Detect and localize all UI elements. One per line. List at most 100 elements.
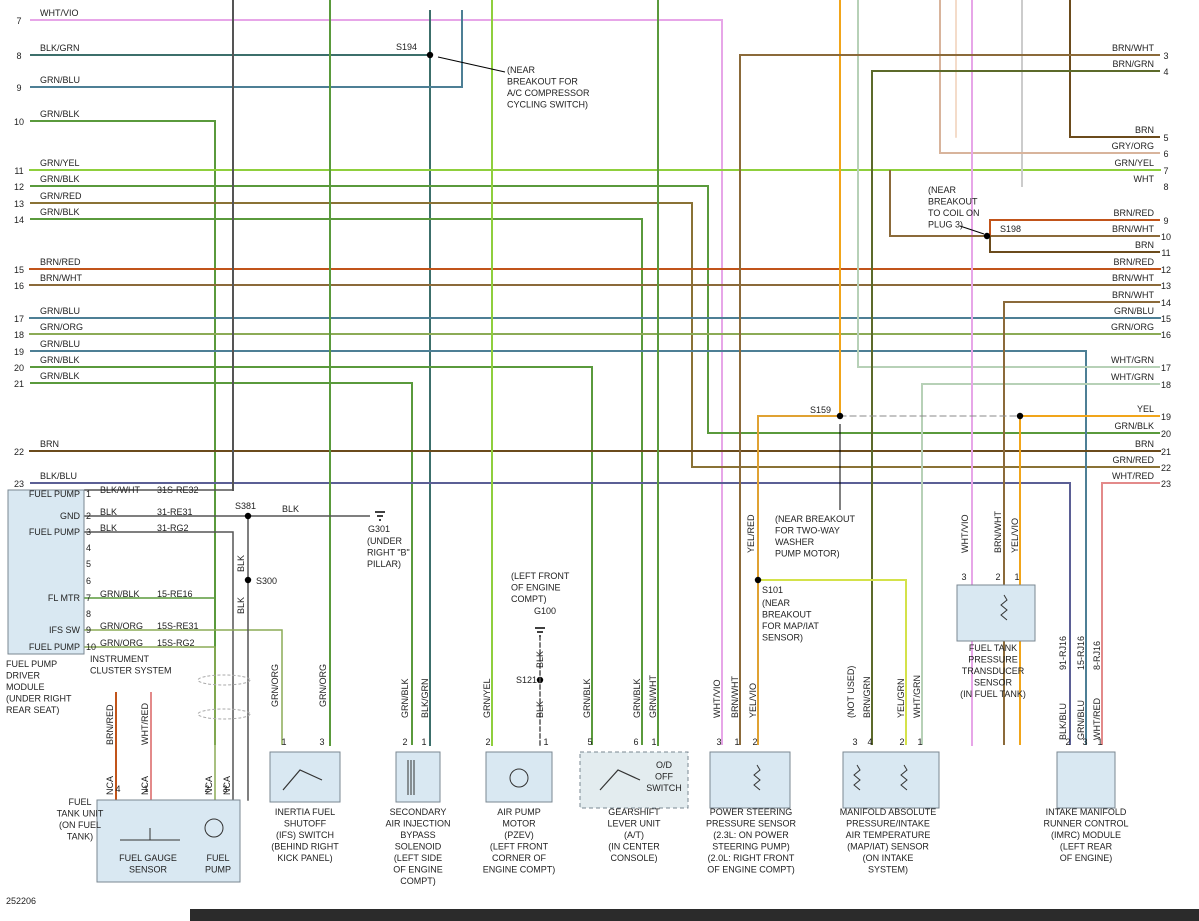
component-name-imrc: RUNNER CONTROL bbox=[1043, 819, 1128, 829]
component-name-imrc: (LEFT REAR bbox=[1060, 842, 1113, 852]
right-wire-label: BRN bbox=[1135, 439, 1154, 449]
vertical-wire-label: GRN/YEL bbox=[482, 678, 492, 718]
component-pin-number: 4 bbox=[867, 737, 872, 747]
vertical-wire-label: (NOT USED) bbox=[846, 666, 856, 718]
left-wire-label: BRN bbox=[40, 439, 59, 449]
note-s194: (NEAR bbox=[507, 65, 536, 75]
component-name-imrc: INTAKE MANIFOLD bbox=[1046, 807, 1127, 817]
left-wire-number: 18 bbox=[14, 330, 24, 340]
left-wire-number: 8 bbox=[16, 51, 21, 61]
fpdm-name: FUEL PUMP bbox=[6, 659, 57, 669]
right-wire-number: 12 bbox=[1161, 265, 1171, 275]
splice-s300 bbox=[244, 576, 252, 584]
wire-yel-19 bbox=[1019, 415, 1160, 745]
bottom-strip bbox=[0, 909, 1199, 921]
vertical-wire-label: BLK/BLU bbox=[1058, 703, 1068, 740]
component-pin-number: 6 bbox=[633, 737, 638, 747]
component-name-gearshift: GEARSHIFT bbox=[608, 807, 660, 817]
vertical-wire-label: WHT/RED bbox=[1092, 698, 1102, 740]
right-wire-number: 6 bbox=[1163, 149, 1168, 159]
left-wire-number: 22 bbox=[14, 447, 24, 457]
wire-grn-blu-19 bbox=[30, 350, 1087, 745]
wire-blk-grn-8 bbox=[30, 10, 431, 56]
left-wire-label: BRN/WHT bbox=[40, 273, 82, 283]
splice-label-s101: S101 bbox=[762, 585, 783, 595]
right-wire-number: 11 bbox=[1161, 248, 1170, 258]
right-wire-number: 17 bbox=[1161, 363, 1171, 373]
right-wire-number: 13 bbox=[1161, 281, 1171, 291]
right-wire-label: GRN/YEL bbox=[1114, 158, 1154, 168]
vertical-wire-label: 91-RJ16 bbox=[1058, 636, 1068, 670]
component-name-air_pump: ENGINE COMPT) bbox=[483, 865, 556, 875]
note-s101: FOR MAP/IAT bbox=[762, 621, 819, 631]
component-name-map: MANIFOLD ABSOLUTE bbox=[840, 807, 937, 817]
component-pin-number: 3 bbox=[852, 737, 857, 747]
fpdm-pin-number: 6 bbox=[86, 576, 91, 586]
wire-grn-blk-20 bbox=[30, 366, 593, 745]
fpdm-pin-circuit: 31-RE31 bbox=[157, 507, 193, 517]
gear-switch-contact-icon bbox=[599, 769, 641, 791]
right-wire-number: 15 bbox=[1161, 314, 1171, 324]
fpdm-pin-number: 1 bbox=[86, 489, 91, 499]
left-wire-number: 12 bbox=[14, 182, 24, 192]
component-name-fuel_tank_pressure: SENSOR bbox=[974, 678, 1013, 688]
note-g100: OF ENGINE bbox=[511, 583, 561, 593]
component-name-gearshift: LEVER UNIT bbox=[607, 819, 661, 829]
fpdm-pin-circuit: 31-RG2 bbox=[157, 523, 189, 533]
component-name-fuel_tank_pressure: TRANSDUCER bbox=[962, 666, 1025, 676]
wire-brn-wht-14 bbox=[1003, 301, 1160, 745]
note-s159: PUMP MOTOR) bbox=[775, 549, 840, 559]
air-pump-motor-icon bbox=[509, 768, 529, 788]
left-wire-label: GRN/BLK bbox=[40, 207, 80, 217]
right-wire-number: 22 bbox=[1161, 463, 1171, 473]
component-name-fuel_tank_unit: TANK) bbox=[67, 832, 93, 842]
fpdm-pin-number: 4 bbox=[86, 543, 91, 553]
left-wire-number: 9 bbox=[16, 83, 21, 93]
component-name-fuel_gauge: FUEL GAUGE bbox=[119, 853, 177, 863]
component-name-air_pump: (LEFT FRONT bbox=[490, 842, 549, 852]
gearshift-box bbox=[579, 751, 689, 809]
wire-fpdm-3 bbox=[84, 531, 234, 800]
splice-s381 bbox=[244, 512, 252, 520]
vertical-wire-label: BRN/GRN bbox=[862, 676, 872, 718]
note-s194: CYCLING SWITCH) bbox=[507, 100, 588, 110]
fpdm-pin-wire: GRN/ORG bbox=[100, 621, 143, 631]
note-s159: WASHER bbox=[775, 537, 815, 547]
vertical-wire-label: GRN/BLK bbox=[632, 678, 642, 718]
connector-outline bbox=[197, 708, 251, 720]
splice-s101 bbox=[754, 576, 762, 584]
right-wire-label: WHT/GRN bbox=[1111, 355, 1154, 365]
component-name-od_off: OFF bbox=[655, 772, 673, 782]
wire-blk-blu-23 bbox=[30, 482, 1071, 745]
component-name-gearshift: (IN CENTER bbox=[608, 842, 660, 852]
note-s101: SENSOR) bbox=[762, 633, 803, 643]
note-g100: (LEFT FRONT bbox=[511, 571, 570, 581]
right-wire-label: BRN bbox=[1135, 125, 1154, 135]
fpdm-pin-number: 8 bbox=[86, 609, 91, 619]
left-wire-label: BLK/GRN bbox=[40, 43, 80, 53]
fpdm-pin-label: FUEL PUMP bbox=[29, 527, 80, 537]
component-pin-number: 1 bbox=[917, 737, 922, 747]
component-pin-number: 2 bbox=[995, 572, 1000, 582]
component-name-air_pump: MOTOR bbox=[502, 819, 536, 829]
component-name-gearshift: CONSOLE) bbox=[610, 853, 657, 863]
left-wire-number: 23 bbox=[14, 479, 24, 489]
fuel-tank-pressure-box bbox=[956, 584, 1036, 642]
component-name-secondary: SECONDARY bbox=[390, 807, 447, 817]
ifs-switch-contact-icon bbox=[282, 769, 323, 791]
component-name-map: (ON INTAKE bbox=[863, 853, 914, 863]
diagram-id: 252206 bbox=[6, 896, 36, 906]
fuel-pump-motor-icon bbox=[204, 818, 224, 838]
vertical-wire-label: BRN/WHT bbox=[993, 511, 1003, 553]
component-name-secondary: BYPASS bbox=[400, 830, 435, 840]
right-wire-label: GRY/ORG bbox=[1112, 141, 1154, 151]
fuel-tank-unit-box bbox=[96, 799, 241, 883]
note-g301: PILLAR) bbox=[367, 559, 401, 569]
left-wire-number: 7 bbox=[16, 16, 21, 26]
left-wire-label: GRN/BLK bbox=[40, 371, 80, 381]
left-wire-number: 19 bbox=[14, 347, 24, 357]
component-name-fuel_tank_unit: TANK UNIT bbox=[57, 809, 104, 819]
left-wire-number: 21 bbox=[14, 379, 24, 389]
component-name-ps_sensor: (2.0L: RIGHT FRONT bbox=[708, 853, 795, 863]
